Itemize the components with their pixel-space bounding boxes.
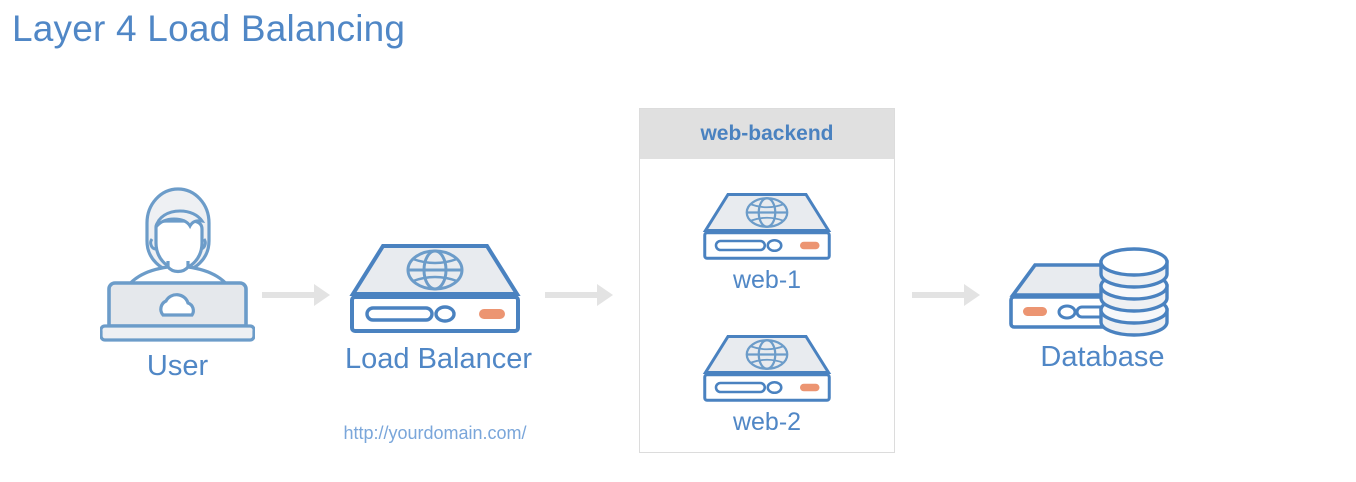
server-globe-icon xyxy=(700,329,835,407)
page-title: Layer 4 Load Balancing xyxy=(12,8,406,49)
arrow-shaft xyxy=(262,292,314,298)
backend-group-box: web-backend xyxy=(639,108,895,453)
arrow-head xyxy=(964,284,980,306)
node-load-balancer: Load Balancer xyxy=(345,240,533,376)
arrow-user-to-load-balancer xyxy=(262,284,330,306)
node-web-2-label: web-2 xyxy=(732,408,802,436)
arrow-shaft xyxy=(545,292,597,298)
backend-group-header: web-backend xyxy=(640,109,894,159)
node-web-1: web-1 xyxy=(700,187,835,295)
load-balancer-url: http://yourdomain.com/ xyxy=(343,423,527,443)
backend-group-body: web-1 xyxy=(640,159,894,452)
node-user: User xyxy=(100,175,255,383)
backend-group-header-label: web-backend xyxy=(700,122,834,145)
arrow-load-balancer-to-backend xyxy=(545,284,613,306)
server-globe-icon xyxy=(700,187,835,265)
arrow-shaft xyxy=(912,292,964,298)
node-web-1-label: web-1 xyxy=(732,266,802,294)
node-web-2: web-2 xyxy=(700,329,835,437)
node-database-label: Database xyxy=(1040,341,1165,373)
node-user-label: User xyxy=(146,350,209,382)
user-laptop-icon xyxy=(100,175,255,345)
node-database: Database xyxy=(1005,240,1200,374)
arrow-head xyxy=(314,284,330,306)
database-server-icon xyxy=(1005,240,1200,340)
node-load-balancer-label: Load Balancer xyxy=(345,343,533,375)
arrow-head xyxy=(597,284,613,306)
arrow-backend-to-database xyxy=(912,284,980,306)
server-globe-icon xyxy=(345,240,525,336)
